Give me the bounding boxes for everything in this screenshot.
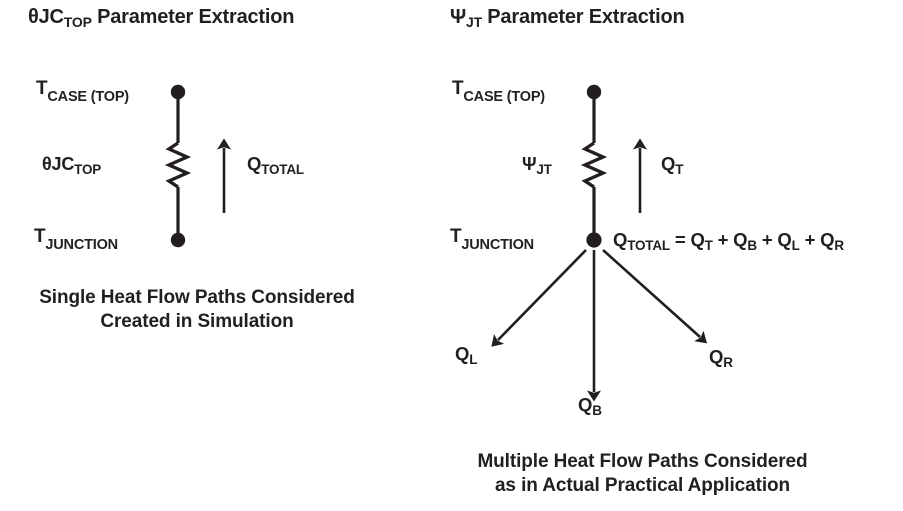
right-label-q-top: QT xyxy=(661,153,684,177)
equation-term4-main: Q xyxy=(820,229,835,250)
right-label-q-left-subscript: L xyxy=(469,352,478,367)
right-heat-flow-arrow-left xyxy=(491,249,587,347)
left-label-resistor-subscript: TOP xyxy=(74,162,102,177)
right-label-case-top: TCASE (TOP) xyxy=(452,78,545,104)
equation-lhs-subscript: TOTAL xyxy=(627,238,670,253)
right-label-q-top-subscript: T xyxy=(675,162,684,177)
right-label-q-right-main: Q xyxy=(709,346,724,367)
right-label-resistor-subscript: JT xyxy=(536,162,552,177)
heat-balance-equation: QTOTAL = QT + QB + QL + QR xyxy=(613,229,844,253)
left-node-case-top xyxy=(170,84,186,100)
right-title-text: Parameter Extraction xyxy=(481,6,685,28)
left-label-q-total-subscript: TOTAL xyxy=(261,162,304,177)
right-panel-caption: Multiple Heat Flow Paths Considered as i… xyxy=(382,450,903,499)
right-label-junction: TJUNCTION xyxy=(450,226,534,252)
left-label-junction-main: T xyxy=(34,226,46,247)
equation-term3-main: Q xyxy=(777,229,792,250)
right-label-q-bottom: QB xyxy=(578,394,602,418)
equation-term1-subscript: T xyxy=(704,238,713,253)
right-label-q-bottom-main: Q xyxy=(578,394,593,415)
left-label-junction: TJUNCTION xyxy=(34,226,118,252)
left-caption-line-1: Single Heat Flow Paths Considered xyxy=(39,287,355,308)
right-label-q-top-main: Q xyxy=(661,153,676,174)
right-node-case-top xyxy=(586,84,602,100)
right-caption-line-2: as in Actual Practical Application xyxy=(494,475,791,497)
left-label-case-top-subscript: CASE (TOP) xyxy=(47,89,129,105)
left-panel-caption: Single Heat Flow Paths Considered Create… xyxy=(0,286,394,335)
equation-plus-2: + xyxy=(756,229,778,250)
left-title-text: Parameter Extraction xyxy=(91,6,295,28)
right-label-q-bottom-subscript: B xyxy=(592,403,602,418)
left-label-resistor: θJCTOP xyxy=(42,154,101,176)
right-label-resistor: ΨJT xyxy=(522,154,552,176)
right-label-q-right-subscript: R xyxy=(723,355,733,370)
left-title-symbol: θJC xyxy=(28,6,64,28)
right-label-q-left-main: Q xyxy=(455,343,470,364)
left-title-symbol-subscript: TOP xyxy=(63,14,92,30)
right-panel-title: ΨJT Parameter Extraction xyxy=(450,6,685,30)
right-heat-flow-arrow-right xyxy=(602,249,708,344)
left-caption-line-2: Created in Simulation xyxy=(100,311,294,333)
right-label-case-top-subscript: CASE (TOP) xyxy=(463,89,545,105)
right-label-junction-main: T xyxy=(450,226,462,247)
equation-term2-subscript: B xyxy=(747,238,757,253)
equation-plus-1: + xyxy=(712,229,734,250)
left-circuit xyxy=(164,84,231,248)
equation-lhs-main: Q xyxy=(613,229,628,250)
right-title-symbol: Ψ xyxy=(450,6,466,28)
left-resistor-symbol xyxy=(164,141,192,189)
right-resistor-symbol xyxy=(580,141,608,189)
left-label-case-top: TCASE (TOP) xyxy=(36,78,129,104)
right-label-q-left: QL xyxy=(455,343,478,367)
left-node-junction xyxy=(170,232,186,248)
right-circuit xyxy=(491,84,708,402)
right-label-q-right: QR xyxy=(709,346,733,370)
equation-equals-sign: = xyxy=(669,229,691,250)
equation-term4-subscript: R xyxy=(834,238,844,253)
right-node-junction xyxy=(586,232,602,248)
right-label-case-top-main: T xyxy=(452,78,464,99)
right-label-resistor-main: Ψ xyxy=(522,154,537,174)
left-label-junction-subscript: JUNCTION xyxy=(45,237,118,253)
left-label-case-top-main: T xyxy=(36,78,48,99)
right-caption-line-1: Multiple Heat Flow Paths Considered xyxy=(477,451,808,472)
equation-term3-subscript: L xyxy=(791,238,800,253)
equation-plus-3: + xyxy=(799,229,821,250)
right-label-junction-subscript: JUNCTION xyxy=(461,237,534,253)
equation-term1-main: Q xyxy=(690,229,705,250)
equation-term2-main: Q xyxy=(733,229,748,250)
left-label-q-total-main: Q xyxy=(247,153,262,174)
left-panel-title: θJCTOP Parameter Extraction xyxy=(28,6,295,30)
left-label-q-total: QTOTAL xyxy=(247,153,304,177)
left-label-resistor-main: θJC xyxy=(42,154,75,174)
right-title-symbol-subscript: JT xyxy=(465,14,482,30)
